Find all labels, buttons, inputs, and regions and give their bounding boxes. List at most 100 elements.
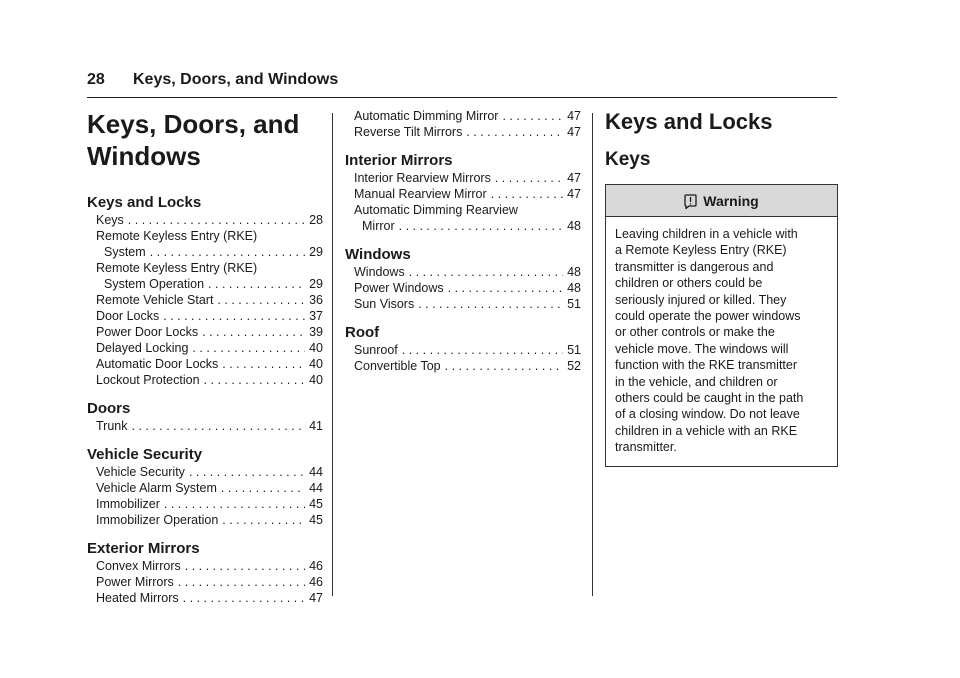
toc-entry[interactable]: Trunk 41 [87,418,323,434]
toc-entry[interactable]: Remote Keyless Entry (RKE) System Operat… [87,260,323,292]
warning-header: Warning [606,185,837,217]
toc-section-title: Windows [345,246,411,263]
toc-section-title: Doors [87,400,131,417]
warning-line: seriously injured or killed. They [615,292,787,307]
toc-label: Interior Rearview Mirrors [354,171,491,185]
toc-page: 51 [567,343,581,357]
toc-entry[interactable]: Delayed Locking40 [87,340,323,356]
leader-dots [132,418,306,434]
leader-dots [185,558,305,574]
leader-dots [128,212,305,228]
toc-entry[interactable]: Convex Mirrors46 [87,558,323,574]
warning-line: vehicle move. The windows will [615,341,789,356]
toc-entry[interactable]: Convertible Top 52 [345,358,581,374]
warning-line: children or others could be [615,276,763,291]
toc-entry[interactable]: Manual Rearview Mirror47 [345,186,581,202]
toc-label: Reverse Tilt Mirrors [354,125,463,139]
toc-entry[interactable]: Windows48 [345,264,581,280]
toc-entry[interactable]: Power Mirrors46 [87,574,323,590]
toc-label: Automatic Dimming Mirror [354,109,499,123]
toc-label: Remote Keyless Entry (RKE) [96,261,258,275]
toc-entry[interactable]: Automatic Door Locks40 [87,356,323,372]
warning-box: Warning Leaving children in a vehicle wi… [605,184,838,467]
toc-page: 45 [309,513,323,527]
section-title: Keys and Locks [605,109,773,134]
leader-dots [491,186,563,202]
chapter-title: Keys, Doors, and Windows [87,108,323,172]
toc-entry[interactable]: Immobilizer Operation45 [87,512,323,528]
toc-entry[interactable]: Automatic Dimming Rearview Mirror48 [345,202,581,234]
toc-label: Sun Visors [354,297,415,311]
warning-line: transmitter. [615,440,677,455]
toc-page: 41 [309,419,323,433]
toc-page: 40 [309,357,323,371]
toc-page: 48 [567,265,581,279]
toc-label-cont: System Operation [104,277,205,291]
toc-entry[interactable]: Power Windows48 [345,280,581,296]
toc-label: Heated Mirrors [96,591,179,605]
toc-label: Immobilizer [96,497,160,511]
warning-line: function with the RKE transmitter [615,358,798,373]
toc-entry[interactable]: Lockout Protection 40 [87,372,323,388]
toc-page: 52 [567,359,581,373]
toc-section-title: Keys and Locks [87,194,202,211]
toc-page: 44 [309,481,323,495]
toc-page: 47 [567,109,581,123]
warning-line: of a closing window. Do not leave [615,407,800,422]
toc-entry[interactable]: Interior Rearview Mirrors 47 [345,170,581,186]
subsection-title: Keys [605,149,651,170]
toc-page: 47 [567,171,581,185]
toc-page: 40 [309,373,323,387]
leader-dots [466,124,563,140]
toc-entry[interactable]: Automatic Dimming Mirror 47 [345,108,581,124]
toc-label-cont: System [104,245,146,259]
warning-text: Leaving children in a vehicle with a Rem… [606,217,837,466]
page-number: 28 [87,71,105,88]
leader-dots [221,480,305,496]
toc-label: Lockout Protection [96,373,200,387]
toc-entry[interactable]: Heated Mirrors 47 [87,590,323,606]
toc-entry[interactable]: Vehicle Security44 [87,464,323,480]
toc-label: Sunroof [354,343,398,357]
leader-dots [178,574,305,590]
toc-entry[interactable]: Remote Vehicle Start36 [87,292,323,308]
toc-entry[interactable]: Sun Visors 51 [345,296,581,312]
warning-line: Leaving children in a vehicle with [615,227,798,241]
toc-label: Trunk [96,419,128,433]
toc-page: 46 [309,559,323,573]
warning-line: a Remote Keyless Entry (RKE) [615,243,787,258]
toc-page: 51 [567,297,581,311]
leader-dots [217,292,305,308]
leader-dots [402,342,563,358]
warning-line: in the vehicle, and children or [615,374,778,389]
toc-entry[interactable]: Door Locks37 [87,308,323,324]
toc-page: 39 [309,325,323,339]
toc-page: 48 [567,219,581,233]
toc-entry[interactable]: Sunroof 51 [345,342,581,358]
toc-entry[interactable]: Immobilizer45 [87,496,323,512]
warning-line: others could be caught in the path [615,391,804,406]
leader-dots [222,512,305,528]
toc-entry[interactable]: Remote Keyless Entry (RKE) System29 [87,228,323,260]
toc-column-2: Automatic Dimming Mirror 47 Reverse Tilt … [345,108,581,374]
toc-page: 47 [309,591,323,605]
toc-page: 48 [567,281,581,295]
toc-section-title: Exterior Mirrors [87,540,200,557]
toc-label: Door Locks [96,309,160,323]
toc-entry[interactable]: Power Door Locks39 [87,324,323,340]
leader-dots [399,218,563,234]
toc-page: 29 [309,245,323,259]
warning-line: or other controls or make the [615,325,775,340]
toc-entry[interactable]: Reverse Tilt Mirrors47 [345,124,581,140]
toc-page: 40 [309,341,323,355]
warning-line: children in a vehicle with an RKE [615,423,798,438]
leader-dots [448,280,563,296]
leader-dots [164,496,305,512]
page-header: 28 Keys, Doors, and Windows [87,71,837,89]
toc-entry[interactable]: Keys28 [87,212,323,228]
toc-label: Convertible Top [354,359,441,373]
running-title: Keys, Doors, and Windows [133,71,339,88]
column-divider [592,113,593,596]
header-rule [87,97,837,98]
toc-entry[interactable]: Vehicle Alarm System44 [87,480,323,496]
